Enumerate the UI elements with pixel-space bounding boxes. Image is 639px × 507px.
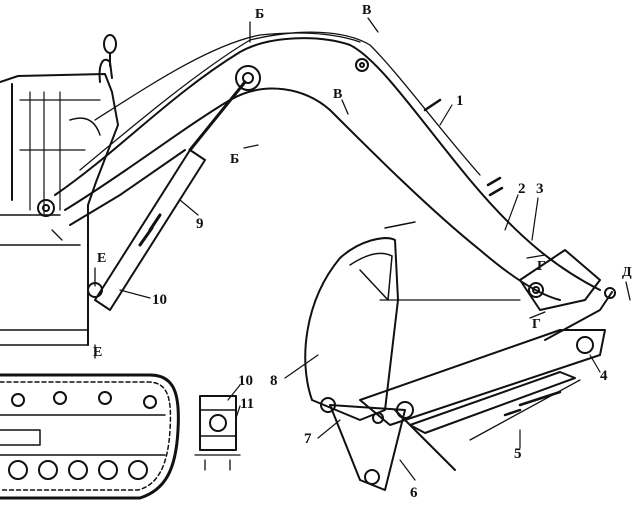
section-b-top: Б [255, 7, 264, 22]
callout-5: 5 [514, 446, 522, 462]
section-d: Д [622, 265, 632, 280]
bucket [304, 221, 521, 421]
section-b-bottom: Б [230, 152, 239, 167]
section-g-bottom: Г [532, 317, 541, 332]
section-e-bottom: Е [93, 345, 102, 360]
callout-8: 8 [270, 373, 278, 389]
section-labels: Б Б В В Г Г Д Е Е [93, 3, 632, 360]
callout-2: 2 [518, 181, 526, 197]
section-v-bottom: В [333, 87, 342, 102]
cut-lines [51, 17, 631, 359]
callout-1: 1 [456, 93, 464, 109]
section-g-top: Г [537, 259, 546, 274]
callout-labels: 1 2 3 4 5 6 7 8 9 10 10 11 [152, 93, 608, 501]
leader-lines [119, 104, 601, 481]
stick [359, 291, 613, 441]
section-v-top: В [362, 3, 371, 18]
callout-11: 11 [240, 396, 254, 412]
track-assembly [0, 373, 180, 500]
callout-7: 7 [304, 431, 312, 447]
callout-3: 3 [536, 181, 544, 197]
boom-cylinder [87, 80, 247, 311]
stick-cylinder [409, 371, 576, 434]
callout-10-main: 10 [152, 292, 167, 308]
callout-10-detail: 10 [238, 373, 253, 389]
boom [37, 31, 616, 311]
detail-inset [194, 395, 241, 471]
callout-9: 9 [196, 216, 204, 232]
mirror-icon [103, 34, 117, 54]
callout-6: 6 [410, 485, 418, 501]
cab [0, 34, 119, 346]
callout-4: 4 [600, 368, 608, 384]
section-e-top: Е [97, 251, 106, 266]
linkage [320, 397, 456, 491]
